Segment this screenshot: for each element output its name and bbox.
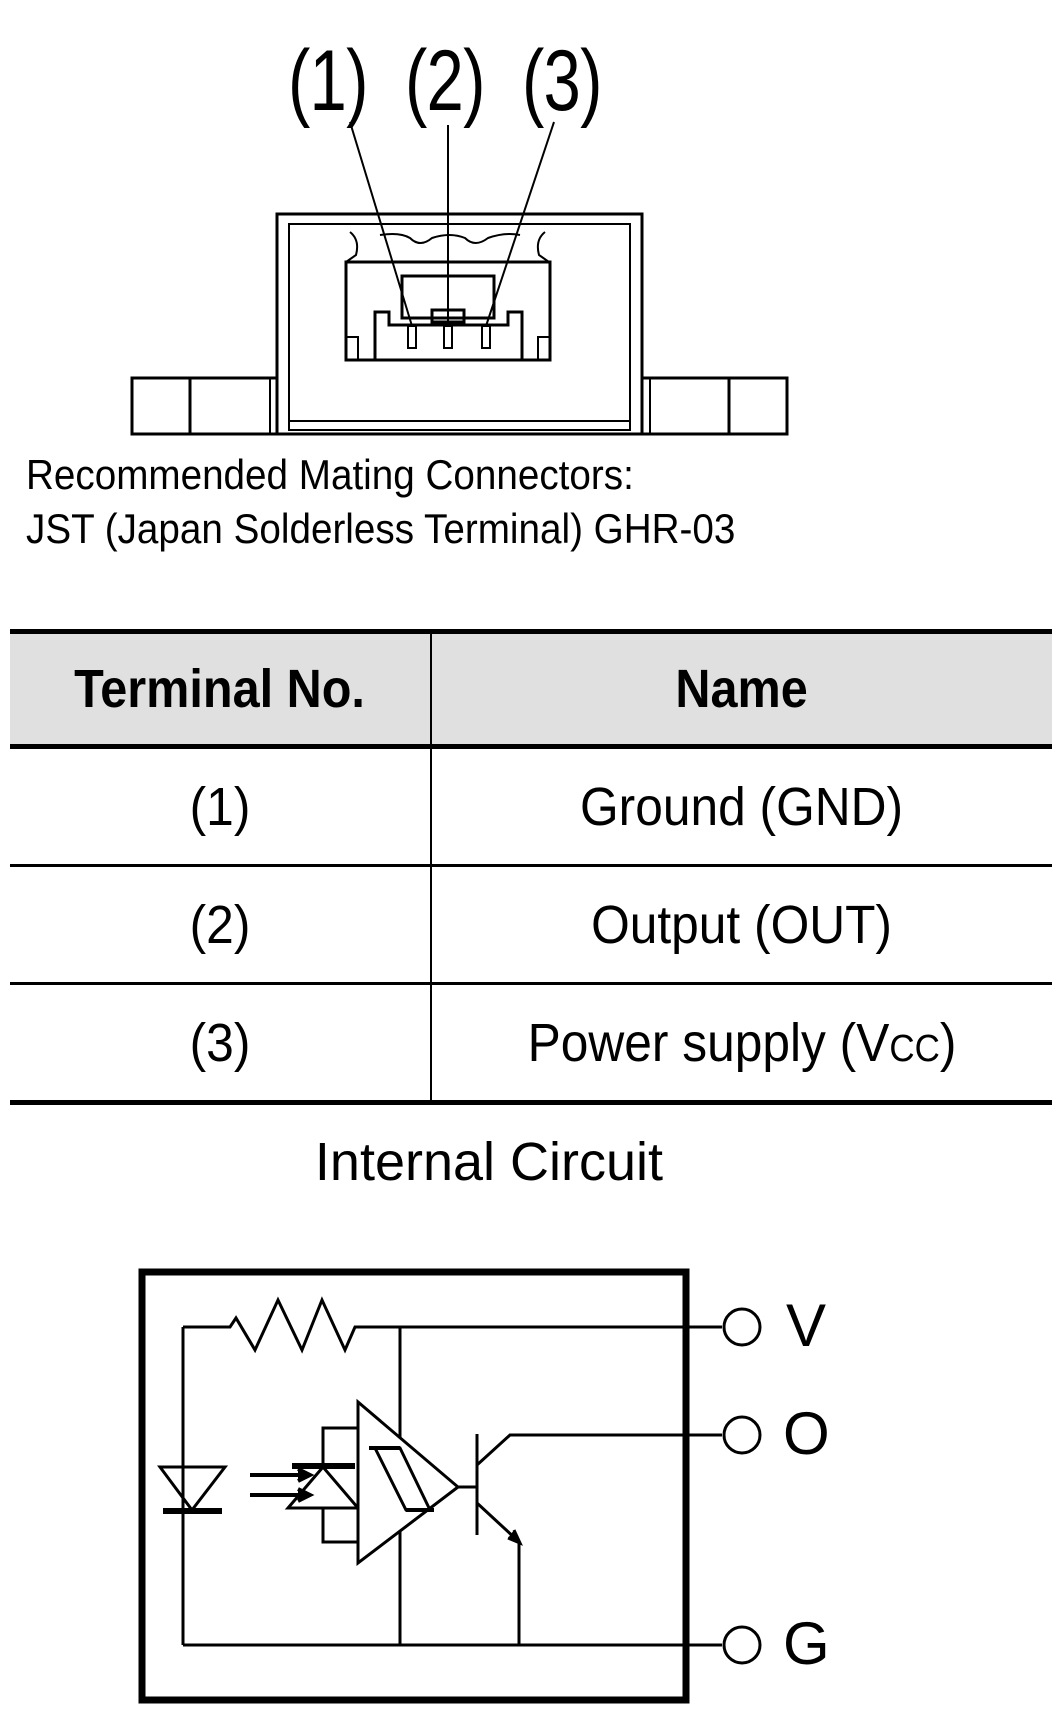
circuit-enclosure	[138, 1268, 690, 1704]
terminal-o-label: O	[783, 1400, 830, 1467]
terminal-g-circle	[722, 1625, 762, 1665]
terminal-v-label: V	[786, 1292, 827, 1359]
header-terminal-no: Terminal No.	[10, 631, 432, 747]
pin-2	[443, 325, 453, 349]
table-row: (2) Output (OUT)	[10, 865, 1052, 984]
schmitt-trigger-icon	[356, 1398, 461, 1567]
terminal-g-label: G	[783, 1610, 830, 1677]
leader-line-1	[349, 121, 413, 327]
light-arrows-icon	[250, 1467, 315, 1503]
cell-name: Power supply (VCC)	[527, 1012, 957, 1073]
flange-left	[130, 376, 279, 436]
terminal-v-circle	[722, 1307, 762, 1347]
pin-label-3: (3)	[522, 33, 602, 129]
pin-label-1: (1)	[288, 33, 368, 129]
cell-terminal: (1)	[10, 746, 432, 866]
housing-inner	[288, 223, 631, 431]
circuit-title: Internal Circuit	[314, 1132, 664, 1192]
mating-connector-part: JST (Japan Solderless Terminal) GHR-03	[26, 505, 736, 552]
cell-terminal: (3)	[10, 983, 432, 1103]
cell-name: Ground (GND)	[580, 776, 904, 837]
table-row: (1) Ground (GND)	[10, 746, 1052, 866]
housing-outer	[275, 212, 644, 436]
flange-right	[640, 376, 789, 436]
table-header-row: Terminal No. Name	[10, 631, 1052, 747]
led-icon	[157, 1465, 229, 1514]
mating-connector-label: Recommended Mating Connectors:	[26, 451, 634, 498]
terminal-table: Terminal No. Name (1) Ground (GND) (2) O…	[10, 629, 1052, 1105]
pin-label-2: (2)	[405, 33, 485, 129]
photodiode-icon	[284, 1426, 362, 1544]
connector-drawing	[130, 121, 789, 436]
table-row: (3) Power supply (VCC)	[10, 983, 1052, 1103]
npn-transistor-icon	[458, 1433, 722, 1645]
resistor-icon	[183, 1296, 722, 1354]
terminal-o-circle	[722, 1415, 762, 1455]
cell-name: Output (OUT)	[591, 894, 893, 955]
header-name: Name	[431, 631, 1052, 747]
cell-terminal: (2)	[10, 865, 432, 984]
leader-line-3	[485, 121, 555, 327]
pin-3	[481, 325, 491, 349]
pin-1	[407, 325, 417, 349]
